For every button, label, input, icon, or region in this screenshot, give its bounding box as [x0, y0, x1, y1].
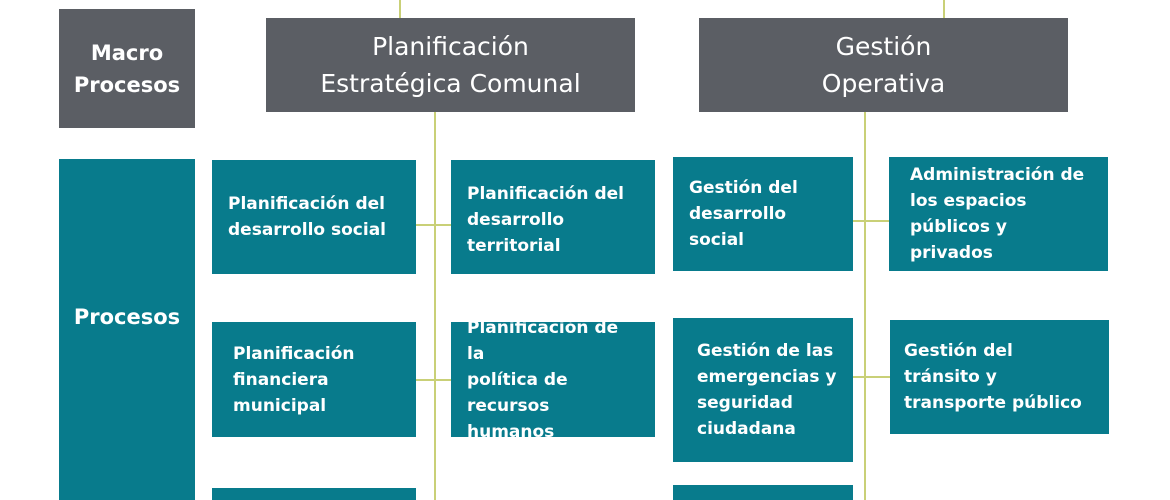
connector-branch-right-2	[852, 376, 890, 378]
process-administracion-espacios: Administración de los espacios públicos …	[889, 157, 1108, 271]
process-label: Gestión de las emergencias y seguridad c…	[697, 341, 837, 439]
process-label: Planificación financiera municipal	[233, 343, 355, 416]
process-gestion-emergencias-seguridad: Gestión de las emergencias y seguridad c…	[673, 318, 853, 462]
connector-branch-left-1	[415, 224, 451, 226]
process-planificacion-desarrollo-territorial: Planificación del desarrollo territorial	[451, 160, 655, 274]
process-label: Planificación del desarrollo social	[228, 194, 386, 240]
process-planificacion-recursos-humanos: Planificación de la política de recursos…	[451, 318, 655, 442]
macro-gestion-operativa: Gestión Operativa	[699, 18, 1068, 112]
process-label: Planificación de la política de recursos…	[467, 317, 619, 442]
connector-top-left	[399, 0, 401, 18]
macro-procesos-label: Macro Procesos	[59, 9, 195, 128]
process-gestion-transito-transporte: Gestión del tránsito y transporte públic…	[890, 320, 1109, 434]
process-gestion-desarrollo-social: Gestión del desarrollo social	[673, 157, 853, 271]
procesos-label: Procesos	[59, 159, 195, 500]
connector-trunk-left	[434, 112, 436, 500]
process-label: Gestión del tránsito y transporte públic…	[904, 341, 1082, 413]
process-label: Administración de los espacios públicos …	[910, 165, 1085, 263]
connector-branch-left-2	[415, 379, 451, 381]
process-label: Gestión del desarrollo social	[689, 178, 798, 250]
macro-planificacion-estrategica: Planificación Estratégica Comunal	[266, 18, 635, 112]
process-planificacion-financiera-municipal: Planificación financiera municipal	[212, 322, 416, 437]
connector-top-right	[943, 0, 945, 18]
process-label: Planificación del desarrollo territorial	[467, 184, 624, 256]
connector-trunk-right	[864, 112, 866, 500]
connector-branch-right-1	[852, 220, 889, 222]
process-gestion-partial	[673, 485, 853, 500]
process-planificacion-partial	[212, 488, 416, 500]
process-planificacion-desarrollo-social: Planificación del desarrollo social	[212, 160, 416, 274]
